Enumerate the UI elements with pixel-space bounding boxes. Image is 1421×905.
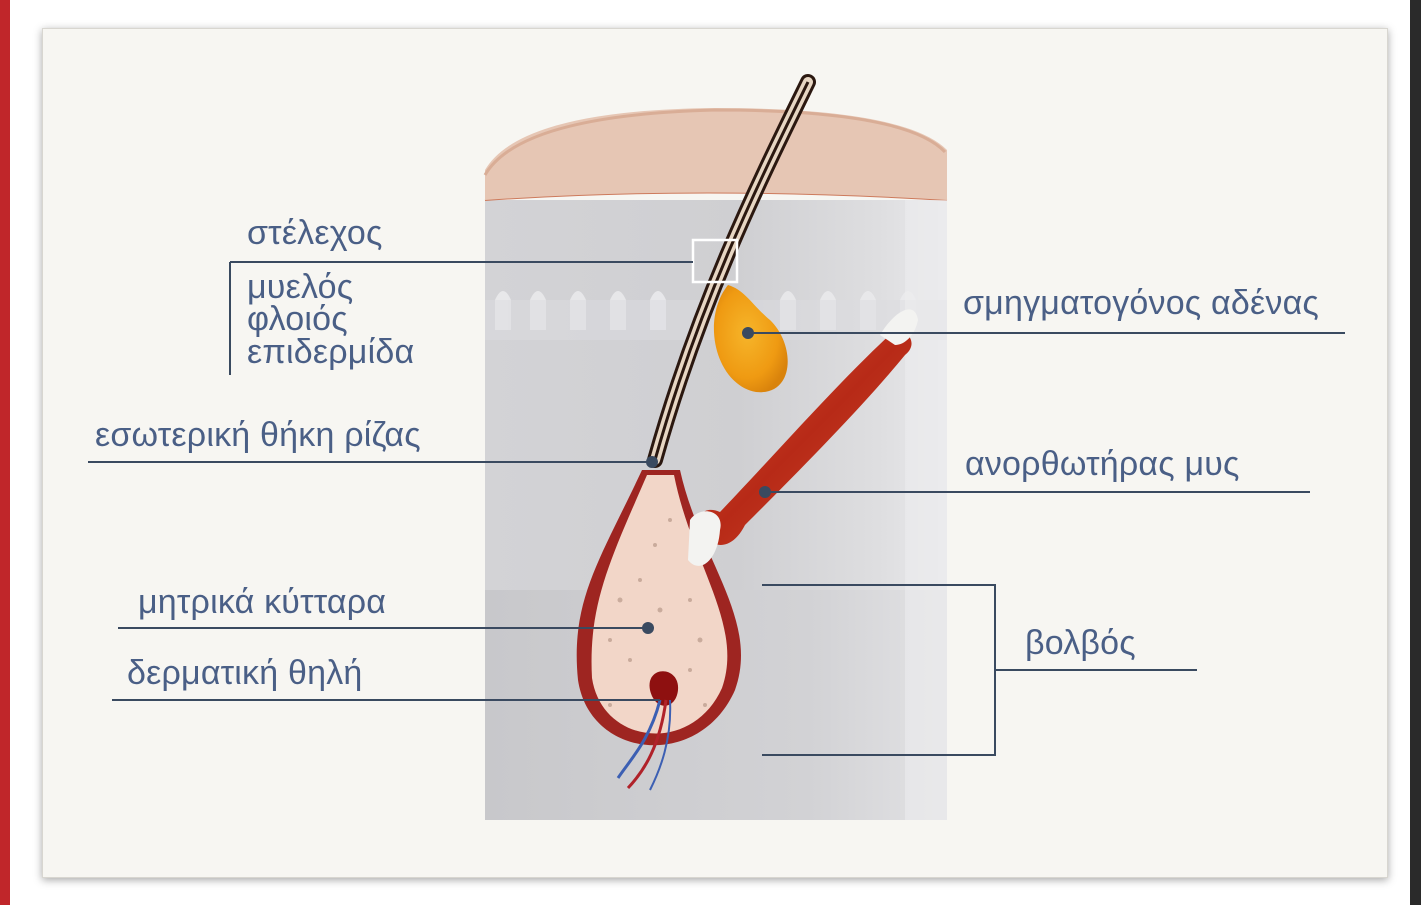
dot-arrector-muscle: [759, 486, 771, 498]
label-inner-root-sheath: εσωτερική θήκη ρίζας: [95, 418, 421, 452]
label-dermal-papilla: δερματική θηλή: [127, 656, 363, 690]
dot-matrix-cells: [642, 622, 654, 634]
dot-inner-root-sheath: [646, 456, 658, 468]
label-shaft: στέλεχος: [247, 216, 383, 250]
label-cortex: φλοιός: [247, 302, 348, 336]
label-arrector-muscle: ανορθωτήρας μυς: [965, 447, 1240, 481]
label-sebaceous-gland: σμηγματογόνος αδένας: [963, 286, 1319, 320]
label-medulla: μυελός: [247, 270, 353, 304]
label-matrix-cells: μητρικά κύτταρα: [138, 585, 386, 619]
dot-sebaceous-gland: [742, 327, 754, 339]
label-cuticle: επιδερμίδα: [247, 335, 414, 369]
label-bulb: βολβός: [1025, 626, 1136, 660]
